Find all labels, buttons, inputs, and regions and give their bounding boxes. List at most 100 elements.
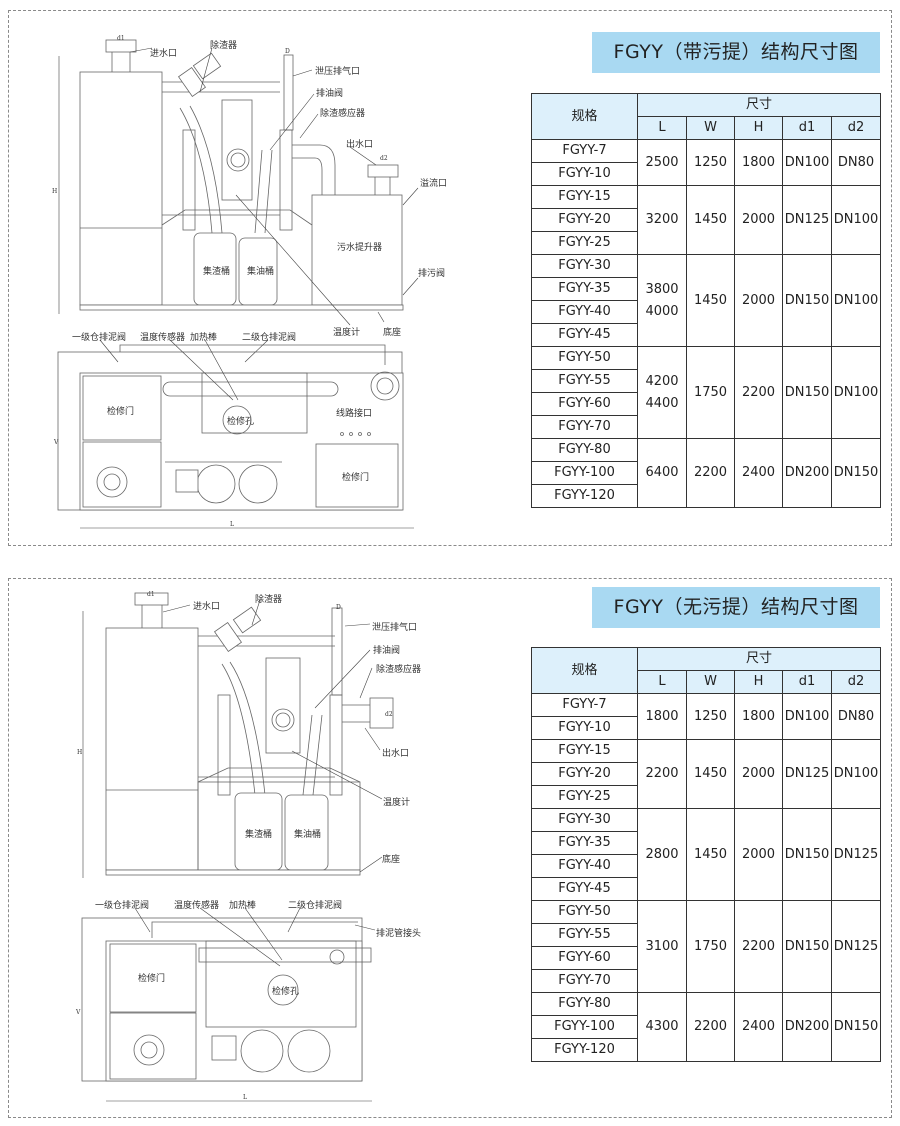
label-h: H bbox=[52, 188, 57, 195]
label-valve-1: 一级仓排泥阀 bbox=[72, 331, 126, 343]
label-outlet-2: 出水口 bbox=[382, 747, 409, 759]
label-lifter: 污水提升器 bbox=[337, 241, 382, 253]
model-cell: FGYY-10 bbox=[531, 716, 638, 740]
d2-cell: DN150 bbox=[831, 992, 881, 1062]
table-row: FGYY-25 bbox=[531, 231, 881, 255]
d2-cell: DN125 bbox=[831, 900, 881, 993]
label-base: 底座 bbox=[383, 326, 401, 338]
table-row: FGYY-25 bbox=[531, 785, 881, 809]
length-cell: 3100 bbox=[637, 900, 687, 993]
model-cell: FGYY-120 bbox=[531, 1038, 638, 1062]
label-outlet: 出水口 bbox=[346, 138, 373, 150]
label-v: V bbox=[53, 439, 59, 446]
plan-view-1: 一级仓排泥阀 温度传感器 加热棒 二级仓排泥阀 检修门 检修孔 线路接口 检修门… bbox=[53, 331, 414, 529]
d2-cell: DN100 bbox=[831, 254, 881, 347]
label-oil-bucket: 集油桶 bbox=[247, 265, 274, 277]
length-value: 3100 bbox=[645, 938, 679, 954]
model-cell: FGYY-70 bbox=[531, 969, 638, 993]
label-oil-valve-2: 排油阀 bbox=[373, 644, 400, 656]
table-row: FGYY-60 bbox=[531, 946, 881, 970]
model-cell: FGYY-50 bbox=[531, 346, 638, 370]
model-cell: FGYY-10 bbox=[531, 162, 638, 186]
header-d1: d1 bbox=[782, 670, 832, 694]
length-value: 1800 bbox=[645, 708, 679, 724]
d2-cell: DN100 bbox=[831, 185, 881, 255]
model-cell: FGYY-80 bbox=[531, 438, 638, 462]
table-row: FGYY-35 bbox=[531, 831, 881, 855]
model-cell: FGYY-40 bbox=[531, 300, 638, 324]
height-cell: 2200 bbox=[734, 346, 783, 439]
table-row: FGYY-120 bbox=[531, 484, 881, 508]
label-wiring: 线路接口 bbox=[336, 407, 372, 419]
width-cell: 1450 bbox=[686, 739, 735, 809]
plan-view-2: 一级仓排泥阀 温度传感器 加热棒 二级仓排泥阀 排泥管接头 检修门 检修孔 V … bbox=[75, 899, 421, 1102]
model-cell: FGYY-15 bbox=[531, 739, 638, 763]
label-slag-bucket-2: 集渣桶 bbox=[245, 828, 272, 840]
length-value: 3200 bbox=[645, 212, 679, 227]
label-inlet-2: 进水口 bbox=[193, 600, 220, 612]
table-row: FGYY-45 bbox=[531, 877, 881, 901]
label-base-2: 底座 bbox=[382, 853, 400, 865]
header-d1: d1 bbox=[782, 116, 832, 140]
section-title-without-lifter: FGYY（无污提）结构尺寸图 bbox=[592, 587, 880, 628]
table-row: FGYY-40 bbox=[531, 300, 881, 324]
length-cell: 6400 bbox=[637, 438, 687, 508]
width-cell: 2200 bbox=[686, 992, 735, 1062]
length-cell: 2200 bbox=[637, 739, 687, 809]
label-temp-sensor: 温度传感器 bbox=[140, 331, 185, 343]
table-row: FGYY-70 bbox=[531, 969, 881, 993]
label-l-2: L bbox=[243, 1094, 247, 1101]
section-without-lifter bbox=[8, 578, 892, 1118]
label-d-2: D bbox=[336, 604, 341, 611]
length-cell: 2800 bbox=[637, 808, 687, 901]
height-cell: 1800 bbox=[734, 139, 783, 186]
label-oil-bucket-2: 集油桶 bbox=[294, 828, 321, 840]
table-row: FGYY-70 bbox=[531, 415, 881, 439]
d2-cell: DN125 bbox=[831, 808, 881, 901]
height-cell: 2000 bbox=[734, 185, 783, 255]
model-cell: FGYY-55 bbox=[531, 923, 638, 947]
header-h: H bbox=[734, 116, 783, 140]
table-row: FGYY-20 bbox=[531, 762, 881, 786]
model-cell: FGYY-20 bbox=[531, 208, 638, 232]
d1-cell: DN200 bbox=[782, 438, 832, 508]
header-l: L bbox=[637, 670, 687, 694]
model-cell: FGYY-50 bbox=[531, 900, 638, 924]
d1-cell: DN200 bbox=[782, 992, 832, 1062]
height-cell: 2000 bbox=[734, 808, 783, 901]
height-cell: 2000 bbox=[734, 739, 783, 809]
d2-cell: DN100 bbox=[831, 739, 881, 809]
label-valve-2-2: 二级仓排泥阀 bbox=[288, 899, 342, 911]
elevation-view-1: 进水口 除渣器 泄压排气口 排油阀 除渣感应器 出水口 溢流口 污水提升器 排污… bbox=[52, 35, 447, 338]
length-cell: 1800 bbox=[637, 693, 687, 740]
height-cell: 2000 bbox=[734, 254, 783, 347]
length-value: 4400 bbox=[645, 395, 679, 411]
model-cell: FGYY-40 bbox=[531, 854, 638, 878]
model-cell: FGYY-120 bbox=[531, 484, 638, 508]
width-cell: 1450 bbox=[686, 808, 735, 901]
d1-cell: DN150 bbox=[782, 808, 832, 901]
header-h: H bbox=[734, 670, 783, 694]
label-vent-2: 泄压排气口 bbox=[372, 621, 417, 633]
length-value: 3800 bbox=[645, 281, 679, 297]
label-d1-2: d1 bbox=[147, 591, 155, 598]
model-cell: FGYY-45 bbox=[531, 323, 638, 347]
width-cell: 1450 bbox=[686, 254, 735, 347]
section-title-with-lifter: FGYY（带污提）结构尺寸图 bbox=[592, 32, 880, 73]
header-w: W bbox=[686, 670, 735, 694]
header-l: L bbox=[637, 116, 687, 140]
header-d2: d2 bbox=[831, 116, 881, 140]
width-cell: 1450 bbox=[686, 185, 735, 255]
width-cell: 1250 bbox=[686, 693, 735, 740]
model-cell: FGYY-70 bbox=[531, 415, 638, 439]
table-row: FGYY-40 bbox=[531, 854, 881, 878]
